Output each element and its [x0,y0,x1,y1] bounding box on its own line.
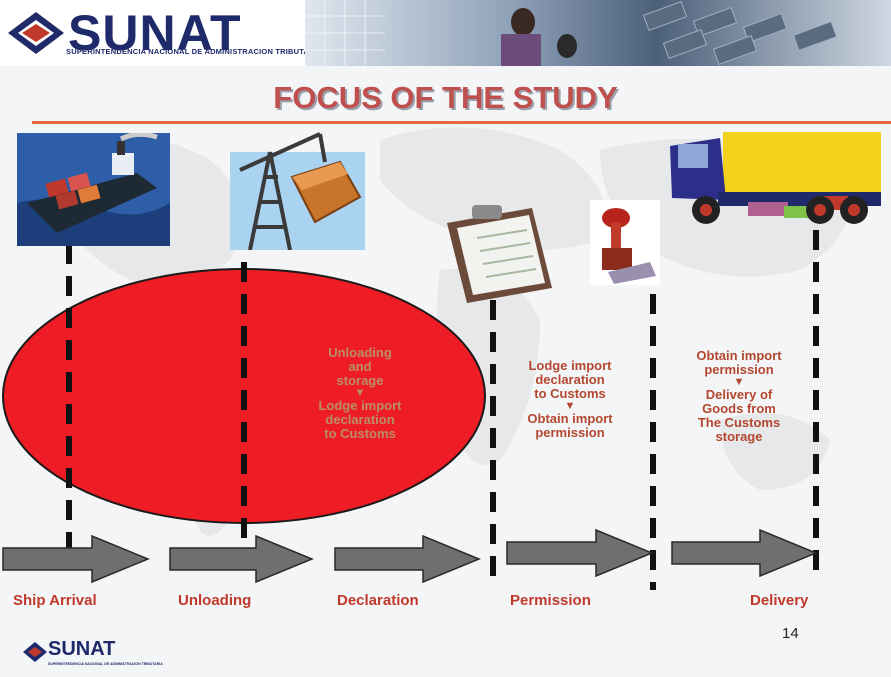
logo-subtitle: SUPERINTENDENCIA NACIONAL DE ADMINISTRAC… [66,47,323,56]
arrow-ship-arrival [2,534,150,584]
step-label-declaration: Declaration [337,592,419,609]
step-label-permission: Permission [510,592,591,609]
permission-note-line: Lodge import [528,358,612,373]
step-label-ship-arrival: Ship Arrival [13,592,97,609]
oval-note-line: declaration [325,412,395,427]
permission-note-line: to Customs [534,386,606,401]
permission-note: Lodge import declaration to Customs ▼ Ob… [510,359,630,440]
oval-note: Unloading and storage ▼ Lodge import dec… [300,346,420,441]
down-arrow-icon: ▼ [564,400,576,412]
delivery-note-line: Delivery of [705,387,773,402]
crane-icon [230,132,365,250]
step-label-unloading: Unloading [178,592,252,609]
stamp-icon [590,200,660,285]
oval-note-line: storage [336,373,384,388]
process-arrows [2,528,818,584]
delivery-note-line: Goods from [702,401,776,416]
delivery-note: Obtain import permission ▼ Delivery of G… [679,349,799,444]
sunat-diamond-icon [8,12,64,54]
ship-icon [17,133,170,246]
footer-logo-subtitle: SUPERINTENDENCIA NACIONAL DE ADMINISTRAC… [48,662,163,666]
delivery-note-line: permission [704,362,774,377]
down-arrow-icon: ▼ [733,376,745,388]
permission-note-line: permission [535,425,605,440]
permission-note-line: Obtain import [527,411,613,426]
timeline-dividers [66,230,819,590]
arrow-declaration [334,534,481,584]
page-number: 14 [782,625,799,642]
title-divider [32,121,891,124]
permission-note-line: declaration [535,372,605,387]
delivery-note-line: storage [715,429,763,444]
sunat-logo: SUNAT SUPERINTENDENCIA NACIONAL DE ADMIN… [0,0,322,66]
footer-logo-text: SUNAT [48,638,116,660]
step-label-delivery: Delivery [750,592,809,609]
logo-text: SUNAT [68,5,242,61]
banner-photo [305,0,891,66]
arrow-delivery [671,528,818,578]
arrow-permission [506,528,654,578]
oval-note-line: Unloading [328,345,392,360]
down-arrow-icon: ▼ [354,387,366,399]
footer-logo: SUNAT SUPERINTENDENCIA NACIONAL DE ADMIN… [22,638,163,672]
oval-note-line: to Customs [324,426,396,441]
slide-title: FOCUS OF THE STUDY [273,80,618,115]
delivery-note-line: The Customs [697,415,781,430]
sunat-diamond-icon [23,642,47,662]
oval-note-line: Lodge import [318,398,402,413]
oval-note-line: and [348,359,372,374]
delivery-note-line: Obtain import [696,348,782,363]
truck-icon [670,132,881,224]
arrow-unloading [169,534,314,584]
clipboard-icon [447,205,552,303]
header-banner: SUNAT SUPERINTENDENCIA NACIONAL DE ADMIN… [0,0,891,66]
